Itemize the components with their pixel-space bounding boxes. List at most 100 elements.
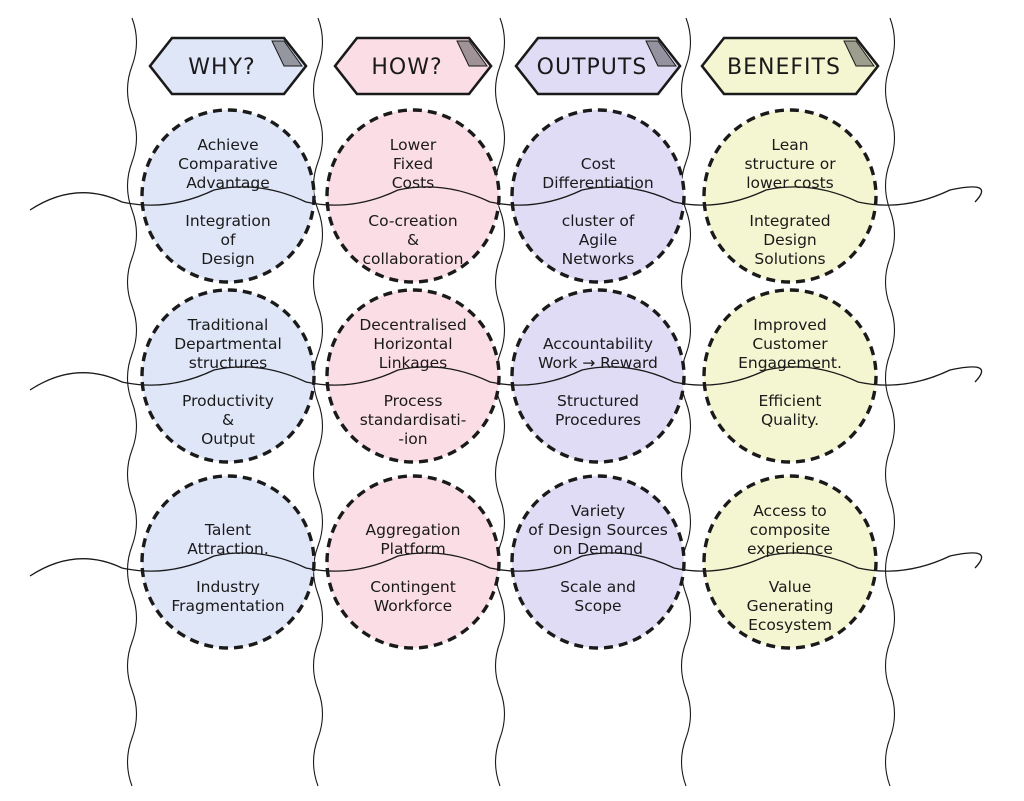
circle-why-2-top-line: Departmental [174,335,282,353]
circle-outputs-2-top-line: Accountability [543,335,653,353]
circle-why-2-bottom-line: Productivity [182,392,274,410]
column-divider-line [884,17,896,787]
circle-texts: AchieveComparativeAdvantageIntegrationof… [171,136,842,634]
header-hatch [456,40,488,67]
circle-benefits-3-top-line: Access to [753,502,827,520]
circle-outputs-1-top-line: Cost [581,155,615,173]
header-hatch [645,40,677,67]
column-divider-line [126,17,138,787]
circle-benefits-3-bottom-line: Value [769,578,812,596]
circle-benefits-2-top-line: Improved [753,316,827,334]
circle-why-2-top-line: structures [189,354,267,372]
circle-benefits-2-top-line: Engagement. [738,354,842,372]
circle-how-3-top-line: Aggregation [366,521,461,539]
circle-how-1-top-line: Fixed [393,155,433,173]
circle-outputs-1-bottom-line: Networks [562,250,635,268]
circle-benefits-1-bottom-line: Integrated [749,212,830,230]
circle-outputs-1 [510,108,686,284]
circle-why-1-bottom-line: of [221,231,236,249]
circle-why-1 [140,108,316,284]
circle-how-3 [325,474,501,650]
circle-benefits-3-top-line: composite [750,521,830,539]
row-line [29,366,982,391]
header-hatch [271,40,303,67]
circle-why-1-top-line: Achieve [197,136,258,154]
circle-outputs-3-bottom-line: Scope [574,597,621,615]
circle-why-2-bottom-line: Output [201,430,255,448]
circle-benefits-1-top-line: lower costs [746,174,834,192]
circle-how-1-top-line: Costs [392,174,435,192]
circle-outputs-1-bottom-line: Agile [579,231,618,249]
circle-how-2-top-line: Decentralised [359,316,466,334]
circle-benefits-1 [702,108,878,284]
circle-benefits-3-bottom-line: Ecosystem [748,616,832,634]
circle-why-1-top-line: Advantage [186,174,270,192]
column-divider-line [494,17,506,787]
circle-how-2-bottom-line: standardisati- [360,411,467,429]
row-line [29,552,982,577]
circle-why-3-top-line: Talent [204,521,251,539]
circle-why-2-bottom-line: & [222,411,234,429]
circle-how-3-bottom-line: Contingent [370,578,456,596]
circle-why-1-top-line: Comparative [178,155,278,173]
circle-how-1-top-line: Lower [390,136,437,154]
circle-why-3-bottom-line: Industry [196,578,260,596]
circle-how-2-bottom-line: Process [384,392,443,410]
column-dividers [126,17,896,787]
circle-benefits-3-top-line: experience [747,540,833,558]
circle-outputs-3-top-line: Variety [571,502,625,520]
circle-benefits-3-bottom-line: Generating [747,597,834,615]
circle-outputs-2-bottom-line: Procedures [555,411,641,429]
circle-how-1 [325,108,501,284]
header-label-why: WHY? [188,55,255,80]
circle-how-2-top-line: Horizontal [373,335,452,353]
circle-how-2-bottom-line: -ion [398,430,427,448]
circle-outputs-2 [510,288,686,464]
row-lines [29,186,982,577]
circle-why-3 [140,474,316,650]
circle-outputs-3-top-line: on Demand [553,540,643,558]
header-hatch [843,40,875,67]
circle-how-1-bottom-line: Co-creation [368,212,457,230]
circle-how-1-bottom-line: collaboration [363,250,464,268]
circle-benefits-1-top-line: Lean [771,136,808,154]
circle-benefits-3 [702,474,878,650]
circle-outputs-3-top-line: of Design Sources [528,521,668,539]
circle-why-3-bottom-line: Fragmentation [171,597,284,615]
circle-why-2-top-line: Traditional [187,316,269,334]
header-diamond-how [333,36,493,96]
header-diamond-benefits [700,36,880,96]
column-divider-line [312,17,324,787]
circle-why-3-top-line: Attraction. [187,540,269,558]
header-diamond-why [148,36,308,96]
circle-benefits-1-bottom-line: Design [763,231,817,249]
header-label-benefits: BENEFITS [727,55,841,80]
header-label-outputs: OUTPUTS [537,55,648,80]
circle-outputs-3 [510,474,686,650]
circle-benefits-2-bottom-line: Quality. [761,411,819,429]
circle-how-2-top-line: Linkages [379,354,447,372]
circle-how-2 [325,288,501,464]
circle-how-1-bottom-line: & [407,231,419,249]
circle-benefits-1-bottom-line: Solutions [754,250,825,268]
circle-how-3-bottom-line: Workforce [374,597,452,615]
circle-why-2 [140,288,316,464]
column-divider-line [680,17,692,787]
circles-layer [140,108,878,650]
circle-outputs-2-bottom-line: Structured [557,392,639,410]
circle-why-1-bottom-line: Design [201,250,255,268]
circle-how-3-top-line: Platform [380,540,445,558]
circle-outputs-1-bottom-line: cluster of [562,212,635,230]
header-diamond-outputs [514,36,682,96]
circle-benefits-2 [702,288,878,464]
row-line [29,186,982,211]
header-diamonds: WHY? HOW? OUTPUTS BENEFITS [148,36,880,96]
circle-benefits-2-bottom-line: Efficient [758,392,821,410]
circle-why-1-bottom-line: Integration [185,212,270,230]
circle-outputs-3-bottom-line: Scale and [560,578,636,596]
header-label-how: HOW? [371,55,442,80]
circle-outputs-2-top-line: Work → Reward [538,354,658,372]
circle-outputs-1-top-line: Differentiation [542,174,653,192]
circle-benefits-1-top-line: structure or [744,155,836,173]
